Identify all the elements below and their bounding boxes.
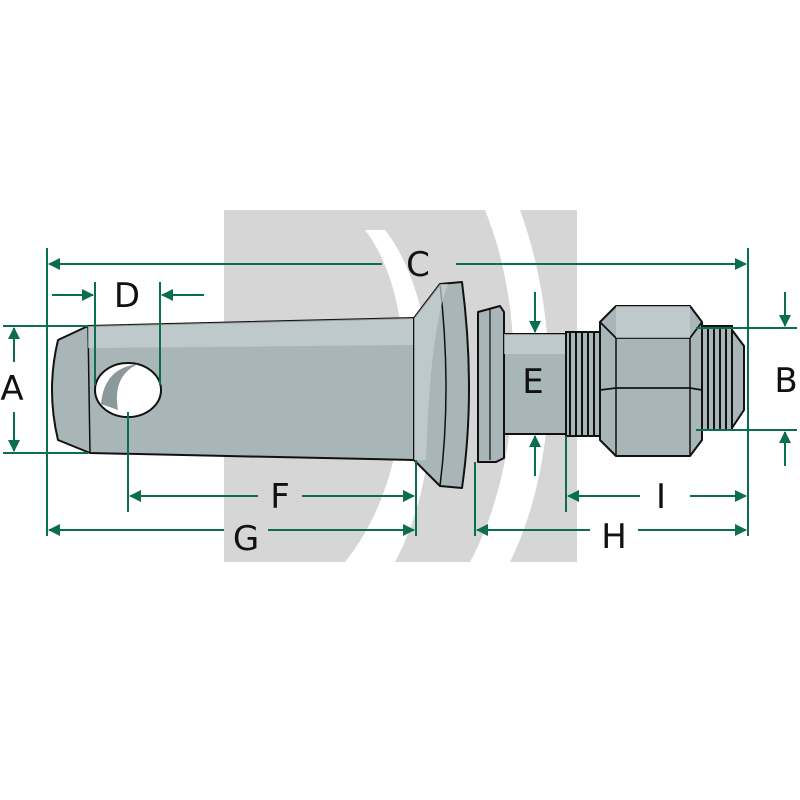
label-d: D xyxy=(114,276,140,316)
label-i: I xyxy=(656,477,666,517)
label-g: G xyxy=(233,519,259,559)
washer xyxy=(477,305,505,463)
dimension-lines xyxy=(3,248,797,536)
label-f: F xyxy=(270,477,290,517)
label-h: H xyxy=(601,517,627,557)
linkage-pin xyxy=(51,281,745,489)
label-c: C xyxy=(406,245,430,285)
label-a: A xyxy=(0,369,23,409)
label-b: B xyxy=(774,361,797,401)
label-e: E xyxy=(522,362,543,402)
dimension-labels: A B C D E F G H I xyxy=(0,245,797,559)
hex-nut xyxy=(599,305,703,457)
